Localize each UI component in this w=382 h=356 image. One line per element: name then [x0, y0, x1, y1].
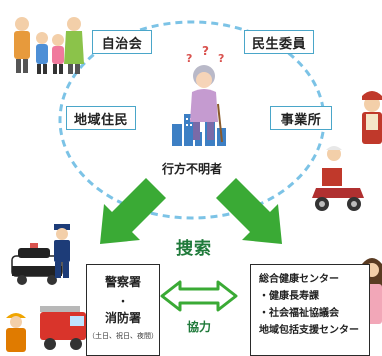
cooperation-label: 協力	[186, 320, 211, 334]
minsei-iin-box: 民生委員	[244, 30, 314, 54]
jigyosho-label: 事業所	[280, 112, 322, 128]
firefighter-icon	[6, 313, 26, 352]
shop-worker-icon	[362, 91, 382, 144]
cooperation-arrow	[160, 280, 238, 312]
police-car-icon	[11, 243, 63, 285]
police-officer-icon	[54, 224, 70, 278]
community-support-center: 地域包括支援センター	[259, 325, 359, 336]
delivery-scooter-icon	[312, 146, 364, 211]
elderly-person-icon	[190, 65, 223, 143]
svg-text:?: ?	[186, 52, 192, 65]
police-label: 警察署	[104, 275, 141, 289]
search-arrow-right	[216, 178, 282, 244]
social-welfare-council: ・社会福祉協議会	[259, 308, 339, 319]
health-center-title: 総合健康センター	[259, 274, 339, 285]
search-label: 捜索	[176, 239, 212, 259]
hours-note: （土日、祝日、夜間）	[88, 332, 158, 340]
minsei-iin-label: 民生委員	[251, 36, 306, 52]
jigyosho-box: 事業所	[270, 106, 332, 130]
police-separator: ・	[118, 297, 128, 308]
svg-text:?: ?	[218, 52, 224, 65]
fire-truck-icon	[40, 306, 86, 350]
police-fire-box: 警察署 ・ 消防署 （土日、祝日、夜間）	[86, 264, 160, 356]
family-icon	[14, 17, 84, 74]
longevity-division: ・健康長寿課	[259, 291, 319, 302]
fire-label: 消防署	[104, 311, 141, 325]
search-arrow-left	[100, 178, 166, 244]
jichikai-box: 自治会	[92, 30, 152, 54]
jichikai-label: 自治会	[101, 36, 143, 52]
missing-person-caption: 行方不明者	[161, 162, 222, 176]
svg-text:?: ?	[202, 44, 209, 58]
health-center-box: 総合健康センター ・健康長寿課 ・社会福祉協議会 地域包括支援センター	[250, 264, 370, 356]
chiiki-jumin-box: 地域住民	[66, 106, 136, 130]
chiiki-jumin-label: 地域住民	[73, 112, 128, 128]
question-marks: ? ? ?	[186, 44, 224, 65]
